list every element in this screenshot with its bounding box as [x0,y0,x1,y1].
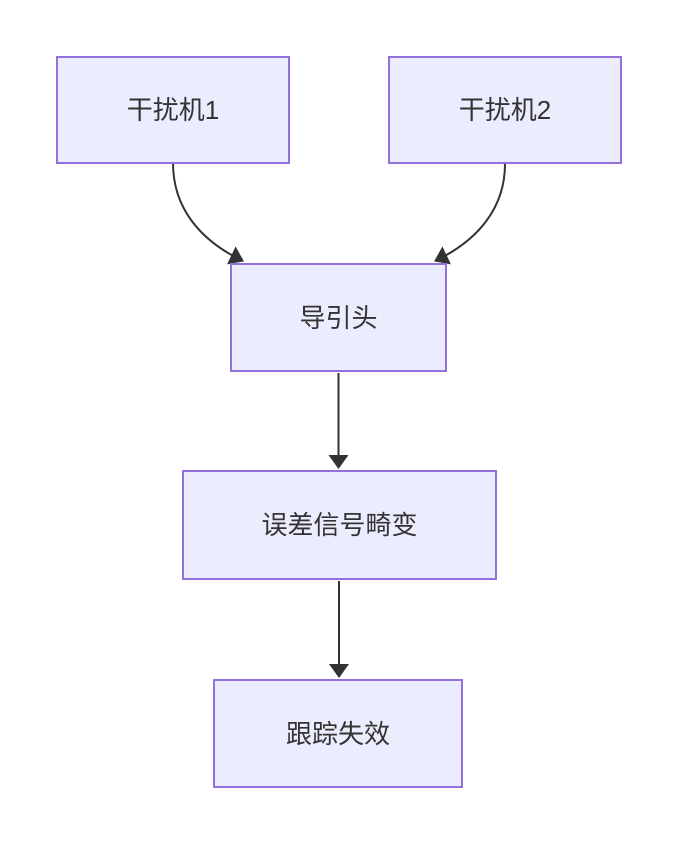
node-tracking-failure-label: 跟踪失效 [285,718,390,749]
node-tracking-failure: 跟踪失效 [213,679,463,788]
node-error-distortion: 误差信号畸变 [182,470,497,580]
edge-jammer2-to-seeker [434,163,506,265]
node-jammer1-label: 干扰机1 [126,95,220,125]
node-error-distortion-label: 误差信号畸变 [261,510,418,540]
node-jammer2-label: 干扰机2 [458,95,552,125]
node-seeker-label: 导引头 [299,302,378,333]
node-seeker: 导引头 [230,263,447,372]
node-jammer1: 干扰机1 [56,56,290,164]
node-jammer2: 干扰机2 [388,56,622,164]
edge-jammer1-to-seeker [172,162,244,265]
